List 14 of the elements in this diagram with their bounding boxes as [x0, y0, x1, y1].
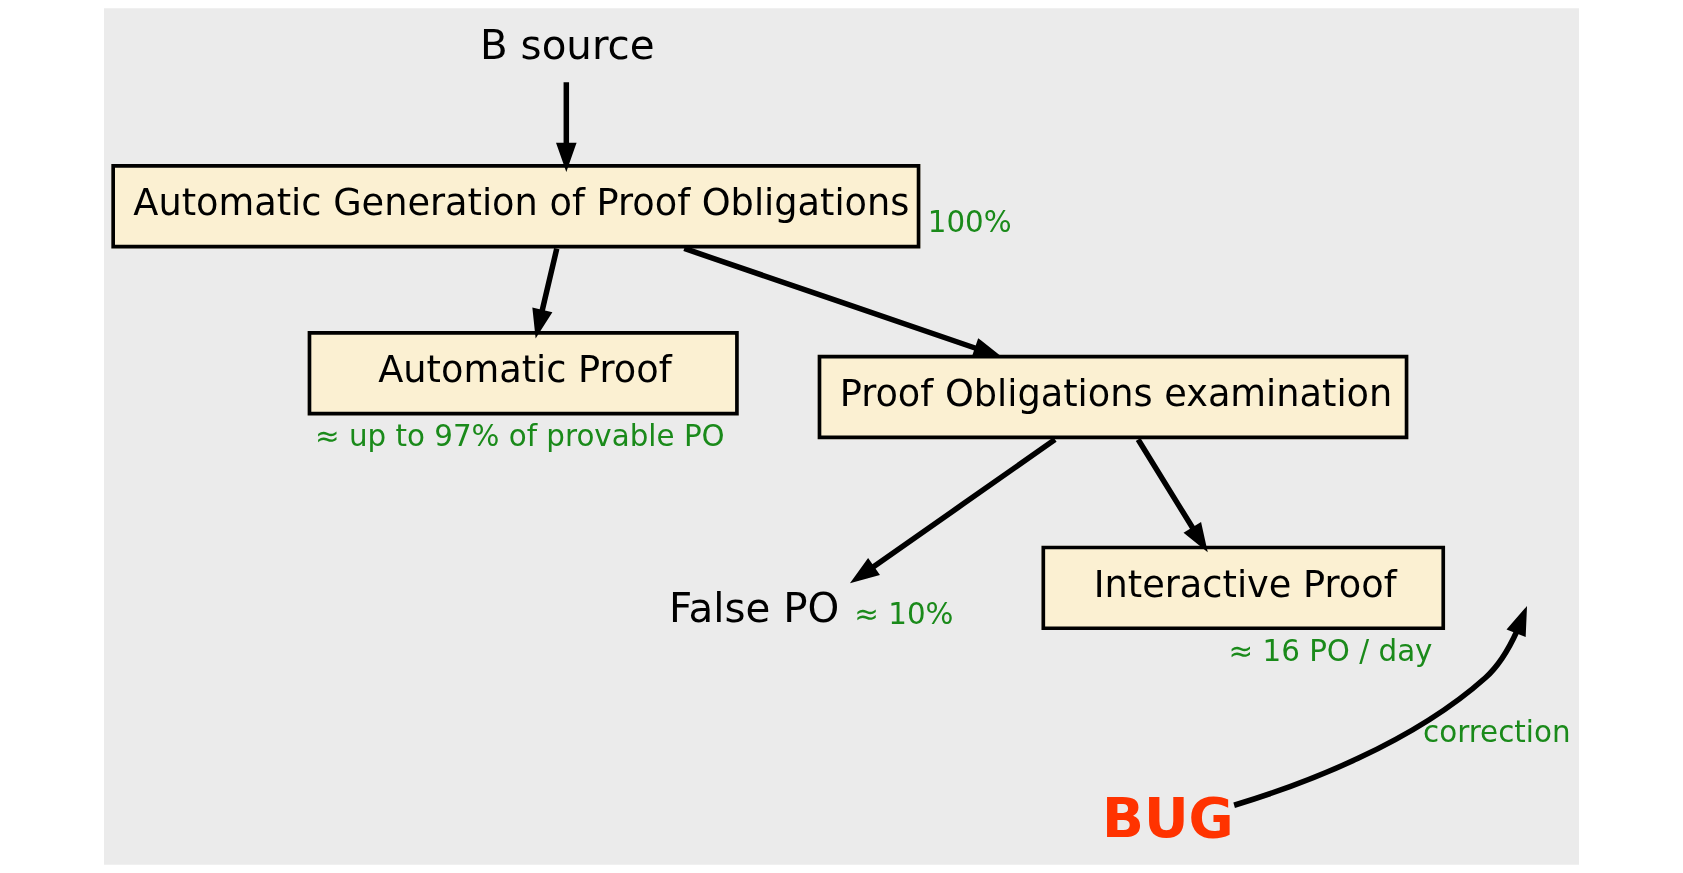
node-text: False PO [669, 584, 840, 632]
node-text: B source [480, 21, 655, 69]
arrow [1135, 438, 1208, 553]
node-label: ≈ up to 97% of provable PO [314, 419, 725, 454]
node-label: 100% [927, 204, 1012, 239]
node-label: ≈ 16 PO / day [1228, 633, 1433, 668]
edge-label: correction [1423, 714, 1571, 749]
arrow [556, 82, 577, 173]
arrow [532, 248, 560, 339]
arrow [683, 245, 1003, 358]
node-label: ≈ 10% [854, 597, 954, 632]
arrow [1233, 605, 1528, 808]
arrow [849, 437, 1057, 584]
node-text: BUG [1102, 786, 1234, 851]
